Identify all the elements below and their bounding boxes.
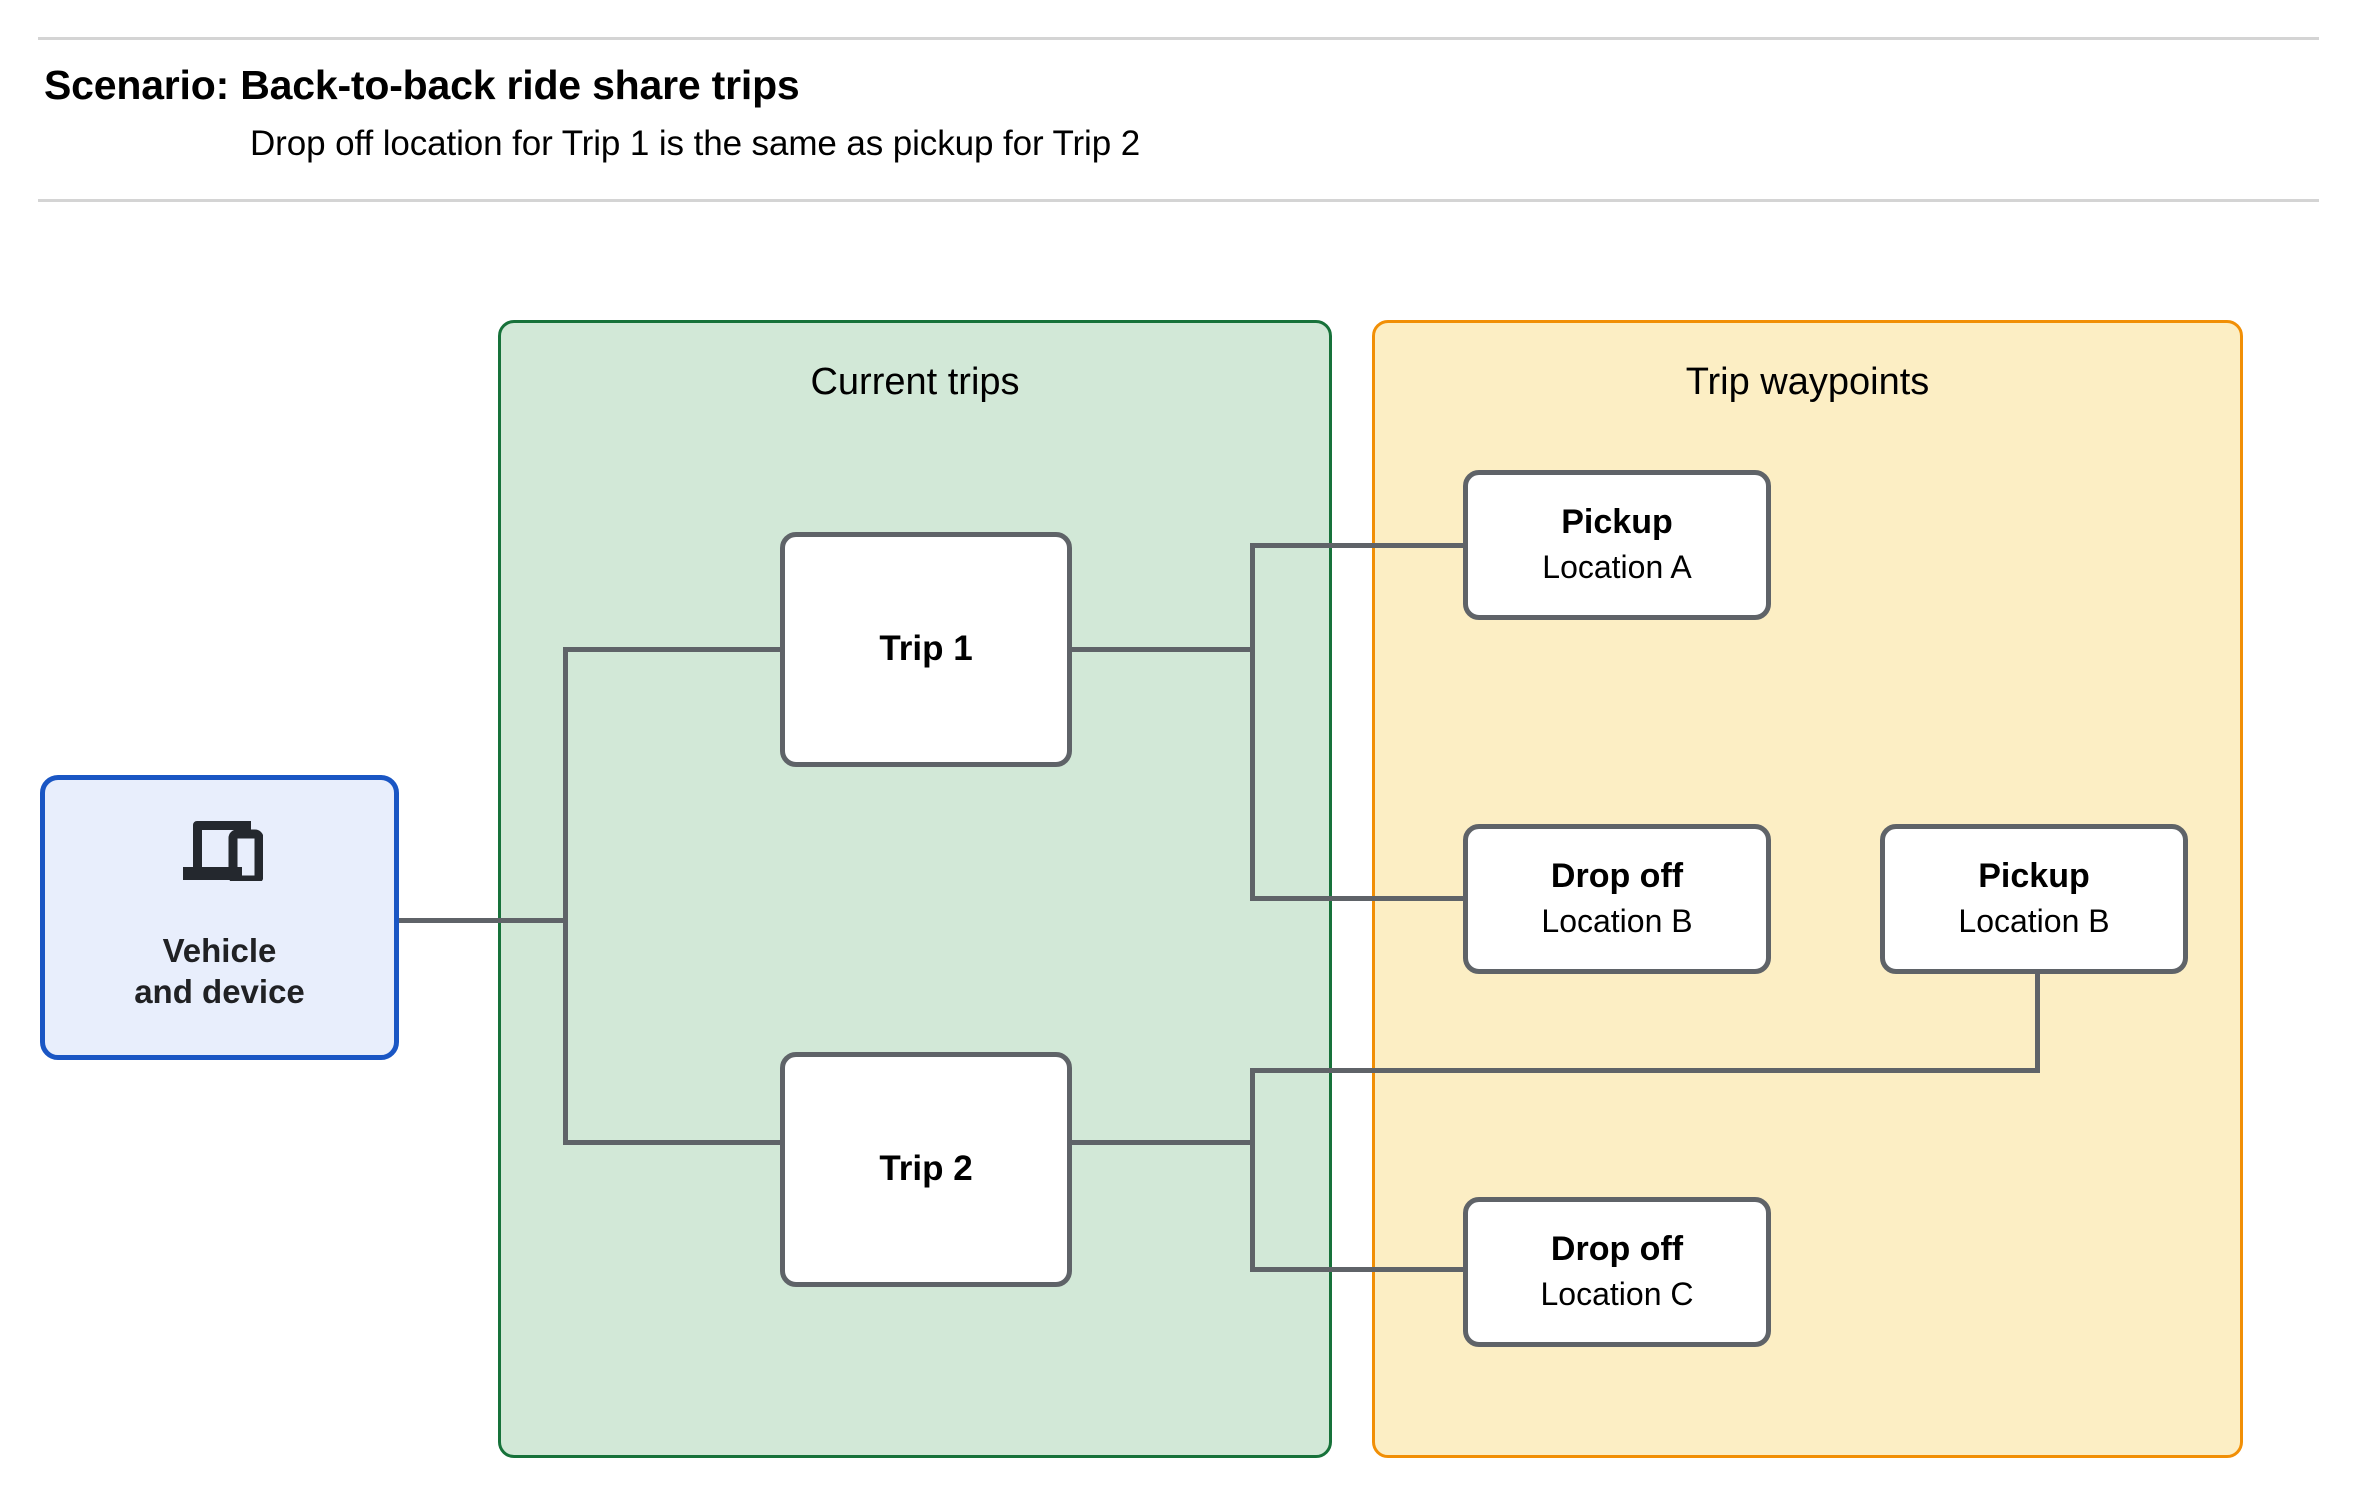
connector-trip2-to-pickup-b-horizontal <box>1250 1068 2040 1073</box>
connector-trip1-stub <box>1070 647 1254 652</box>
panel-current-trips-title: Current trips <box>810 361 1020 403</box>
panel-trip-waypoints-title: Trip waypoints <box>1685 361 1930 403</box>
vehicle-and-device-label: Vehicle and device <box>134 930 305 1013</box>
panel-current-trips: Current trips <box>498 320 1332 1458</box>
waypoint-pickup-a-type: Pickup <box>1561 503 1673 542</box>
connector-trip2-to-pickup-b-vertical <box>2035 974 2040 1073</box>
vehicle-and-device-node[interactable]: Vehicle and device <box>40 775 399 1060</box>
trip-node-1-label: Trip 1 <box>879 629 973 669</box>
trip-node-2[interactable]: Trip 2 <box>780 1052 1072 1287</box>
vehicle-label-line2: and device <box>134 973 305 1011</box>
waypoint-dropoff-b[interactable]: Drop off Location B <box>1463 824 1771 974</box>
waypoint-pickup-a[interactable]: Pickup Location A <box>1463 470 1771 620</box>
connector-trip-bus-vertical <box>563 647 568 1145</box>
devices-icon <box>177 815 263 886</box>
header-divider-bottom <box>38 199 2319 202</box>
waypoint-dropoff-b-type: Drop off <box>1550 857 1684 896</box>
waypoint-dropoff-c-location: Location C <box>1540 1275 1694 1312</box>
header-divider-top <box>38 37 2319 40</box>
connector-trip1-waypoint-bus <box>1250 543 1255 901</box>
connector-vehicle-to-bus <box>399 918 568 923</box>
waypoint-pickup-a-location: Location A <box>1542 548 1692 585</box>
waypoint-dropoff-c-type: Drop off <box>1550 1230 1684 1269</box>
connector-bus-to-trip2 <box>563 1140 785 1145</box>
connector-trip2-waypoint-bus <box>1250 1068 1255 1272</box>
connector-trip1-to-pickup-a <box>1250 543 1466 548</box>
connector-trip2-to-dropoff-c <box>1250 1267 1466 1272</box>
page-title: Scenario: Back-to-back ride share trips <box>44 62 800 108</box>
trip-node-2-label: Trip 2 <box>879 1149 973 1189</box>
waypoint-dropoff-c[interactable]: Drop off Location C <box>1463 1197 1771 1347</box>
connector-bus-to-trip1 <box>563 647 785 652</box>
trip-node-1[interactable]: Trip 1 <box>780 532 1072 767</box>
connector-trip1-to-dropoff-b <box>1250 896 1466 901</box>
waypoint-dropoff-b-location: Location B <box>1541 902 1693 939</box>
waypoint-pickup-b[interactable]: Pickup Location B <box>1880 824 2188 974</box>
waypoint-pickup-b-type: Pickup <box>1978 857 2090 896</box>
connector-trip2-stub <box>1070 1140 1254 1145</box>
page-subtitle: Drop off location for Trip 1 is the same… <box>250 124 1141 163</box>
waypoint-pickup-b-location: Location B <box>1958 902 2110 939</box>
vehicle-label-line1: Vehicle <box>162 932 277 969</box>
